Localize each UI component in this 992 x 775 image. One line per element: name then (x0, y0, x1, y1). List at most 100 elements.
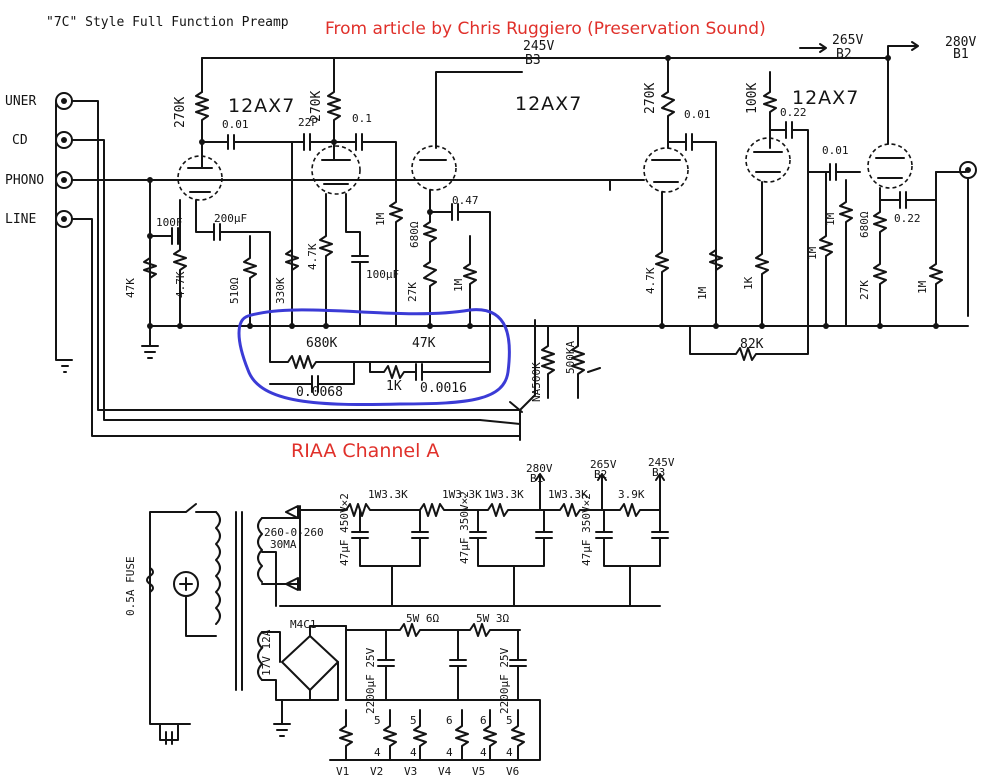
psu-r5-label: 3.9K (618, 488, 645, 501)
line-stage: 270K 265V B2 280V B1 0.01 4.7K 1M 100K 0… (609, 33, 977, 361)
psu-c3-label: 47µF 350V×2 (580, 493, 593, 566)
psu-pin-2: 5 (410, 714, 417, 727)
stage-1: 270K 0.01 12AX7 100F 47K 4.7K 200µF 510Ω (124, 57, 669, 359)
s3-1m-b-label: 1M (452, 278, 465, 292)
riaa-1k-label: 1K (386, 379, 402, 394)
psu-b1-volts: 280V (526, 462, 553, 475)
psu-pin-4: 6 (446, 714, 453, 727)
psu-c1-label: 47µF 450V×2 (338, 493, 351, 566)
volume-controls: NA500K 500KA (530, 325, 691, 402)
s1-cath-c-label: 200µF (214, 212, 247, 225)
psu-b2-volts: 265V (590, 458, 617, 471)
tube-3-label: 12AX7 (792, 87, 859, 109)
rail-b1-name: B1 (953, 47, 969, 62)
psu-c-fil1-label: 2200µF 25V (364, 647, 377, 714)
ls-001-label: 0.01 (684, 108, 711, 121)
ls-82k-label: 82K (740, 337, 764, 352)
s1-plate-r-label: 270K (173, 97, 188, 128)
rail-b2-volts: 265V (832, 33, 863, 48)
s2-plate-r-label: 270K (309, 91, 324, 122)
rail-b1-volts: 280V (945, 35, 976, 50)
psu-pin-7: 4 (480, 746, 487, 759)
s2-330k-label: 330K (274, 277, 287, 304)
input-label-line: LINE (5, 212, 36, 227)
s2-cath-c-label: 100µF (366, 268, 399, 281)
tube-1-label: 12AX7 (228, 95, 295, 117)
ls-1k-label: 1K (742, 276, 755, 290)
riaa-highlight-outline (237, 308, 511, 407)
s1-r47k-label: 47K (124, 278, 137, 298)
psu-c2-label: 47µF 350V×2 (458, 491, 471, 564)
riaa-680k-label: 680K (306, 336, 337, 351)
psu-pin-1: 4 (374, 746, 381, 759)
rail-b3-name: B3 (525, 53, 541, 68)
s1-couple-c-label: 0.01 (222, 118, 249, 131)
s3-27k-label: 27K (406, 282, 419, 302)
psu-pin-0: 5 (374, 714, 381, 727)
ls-100k-label: 100K (745, 83, 760, 114)
stage-3: 245V B3 1M 680Ω 27K 0.47 1M (374, 39, 554, 327)
heater-v6: V6 (506, 765, 519, 775)
psu-pin-8: 5 (506, 714, 513, 727)
s1-r4k7-label: 4.7K (174, 271, 187, 298)
stage-2: 270K 22P 0.1 330K 4.7K 100µF 12AX7 (274, 57, 582, 327)
bal-pot-label: NA500K (530, 362, 543, 402)
heater-v5: V5 (472, 765, 485, 775)
power-supply: 1W3.3K 1W3.3K 1W3.3K 1W3.3K 3.9K 280V B1… (124, 456, 675, 775)
rail-b3-volts: 245V (523, 39, 554, 54)
s1-grid-label: 100F (156, 216, 183, 229)
tube-2-label: 12AX7 (515, 93, 582, 115)
riaa-network: 680K 47K 0.0068 1K 0.0016 (237, 308, 511, 407)
heater-v4: V4 (438, 765, 452, 775)
ls-022b-label: 0.22 (894, 212, 921, 225)
ls-1m-b-label: 1M (806, 246, 819, 260)
psu-b3-volts: 245V (648, 456, 675, 469)
psu-r-fil1-label: 5W 6Ω (406, 612, 439, 625)
riaa-0016-label: 0.0016 (420, 381, 467, 396)
ls-27k-label: 27K (858, 280, 871, 300)
psu-fil-xfmr-label: 17V 12A (260, 629, 273, 676)
s1-cath-r-label: 510Ω (228, 277, 241, 304)
psu-r2-label: 1W3.3K (442, 488, 482, 501)
heater-v3: V3 (404, 765, 417, 775)
junction-dots (147, 55, 939, 329)
s2-4k7-label: 4.7K (306, 243, 319, 270)
ls-1m-label: 1M (696, 286, 709, 300)
psu-r3-label: 1W3.3K (484, 488, 524, 501)
psu-r4-label: 1W3.3K (548, 488, 588, 501)
psu-xfmr-label: 260-0-260 (264, 526, 324, 539)
psu-bridge-label: M4C1 (290, 618, 317, 631)
psu-pin-9: 4 (506, 746, 513, 759)
ls-1m-d-label: 1M (916, 280, 929, 294)
ls-001b-label: 0.01 (822, 144, 849, 157)
psu-xfmr-i-label: 30MA (270, 538, 297, 551)
input-label-cd: CD (12, 133, 28, 148)
ls-022-label: 0.22 (780, 106, 807, 119)
s3-1m-label: 1M (374, 212, 387, 226)
heater-v1: V1 (336, 765, 349, 775)
riaa-0068-label: 0.0068 (296, 385, 343, 400)
psu-pin-5: 4 (446, 746, 453, 759)
psu-c-fil2-label: 2200µF 25V (498, 647, 511, 714)
psu-r1-label: 1W3.3K (368, 488, 408, 501)
input-jacks: UNER CD PHONO LINE (5, 92, 73, 373)
s3-047-label: 0.47 (452, 194, 479, 207)
riaa-47k-label: 47K (412, 336, 436, 351)
riaa-channel-label: RIAA Channel A (291, 440, 439, 462)
ls-4k7-label: 4.7K (644, 267, 657, 294)
ls-1m-c-label: 1M (824, 212, 837, 226)
credit-text: From article by Chris Ruggiero (Preserva… (325, 19, 766, 39)
s3-680-label: 680Ω (408, 221, 421, 248)
psu-r-fil2-label: 5W 3Ω (476, 612, 509, 625)
s2-fb-c-label: 22P (298, 116, 318, 129)
vol-pot-label: 500KA (564, 341, 577, 374)
psu-fuse-label: 0.5A FUSE (124, 556, 137, 616)
psu-pin-6: 6 (480, 714, 487, 727)
psu-pin-3: 4 (410, 746, 417, 759)
diagram-title: "7C" Style Full Function Preamp (46, 15, 289, 30)
input-label-phono: PHONO (5, 173, 44, 188)
heater-v2: V2 (370, 765, 383, 775)
input-label-tuner: UNER (5, 94, 36, 109)
s2-couple-c-label: 0.1 (352, 112, 372, 125)
ls-270k-label: 270K (643, 83, 658, 114)
